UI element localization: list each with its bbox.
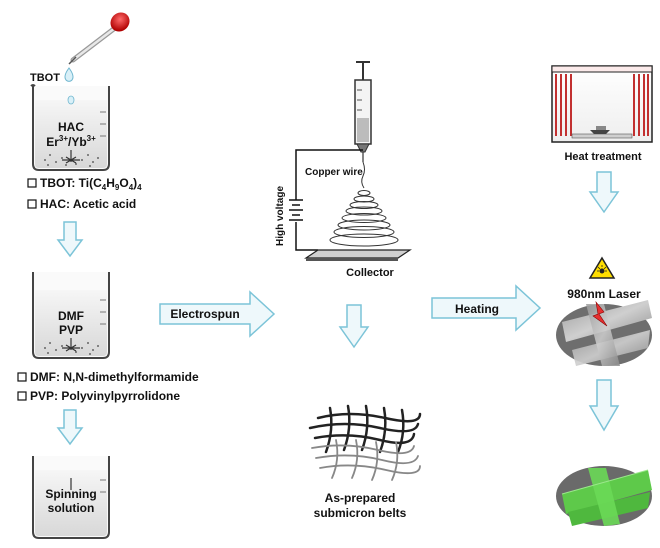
drop-icon (64, 67, 74, 82)
right-arrow-icon (431, 284, 542, 332)
legend-pvp: PVP: Polyvinylpyrrolidone (30, 389, 180, 403)
laser-bolt-icon (592, 300, 608, 327)
down-arrow-icon (338, 304, 370, 349)
furnace-icon (551, 65, 653, 143)
circuit-wire (295, 149, 363, 251)
battery-icon (289, 199, 303, 221)
collector-label: Collector (346, 267, 394, 279)
collector-plate (304, 249, 412, 261)
beaker-2-line-1: DMF (58, 309, 84, 323)
sem-image-heated (556, 300, 652, 366)
legend-hac: HAC: Acetic acid (40, 197, 136, 211)
dropper-icon (68, 12, 130, 65)
beaker-3-line-1: Spinning (45, 487, 96, 501)
beaker-1-line-2: Er3+/Yb3+ (46, 134, 96, 149)
down-arrow-icon (56, 221, 84, 258)
down-arrow-icon (588, 379, 620, 432)
down-arrow-icon (56, 409, 84, 446)
checkbox-icon (27, 178, 37, 188)
high-voltage-label: High voltage (275, 186, 286, 246)
as-prepared-line-1: As-prepared (325, 491, 396, 505)
heat-treatment-label: Heat treatment (564, 151, 641, 163)
laser-warning-icon (588, 256, 616, 279)
legend-tbot: TBOT: Ti(C4H9O4)4 (40, 176, 142, 192)
checkbox-icon (17, 372, 27, 382)
legend-dmf: DMF: N,N-dimethylformamide (30, 370, 199, 384)
down-arrow-icon (588, 171, 620, 214)
checkbox-icon (27, 199, 37, 209)
beaker-1-line-1: HAC (58, 120, 84, 134)
beaker-3 (32, 456, 110, 539)
electrospun-label: Electrospun (170, 307, 239, 321)
beaker-3-line-2: solution (48, 501, 95, 515)
fiber-jet (329, 161, 399, 247)
beaker-1 (30, 84, 110, 171)
tbot-label: TBOT (30, 72, 60, 84)
laser-label: 980nm Laser (567, 287, 641, 301)
heating-label: Heating (455, 302, 499, 316)
fiber-mesh (308, 404, 422, 481)
checkbox-icon (17, 391, 27, 401)
syringe-icon (354, 61, 372, 162)
as-prepared-line-2: submicron belts (314, 506, 407, 520)
green-belts-image (556, 466, 652, 526)
copper-wire-label: Copper wire (305, 167, 363, 178)
beaker-2-line-2: PVP (59, 323, 83, 337)
beaker-2 (32, 272, 110, 359)
right-arrow-icon (159, 290, 276, 338)
